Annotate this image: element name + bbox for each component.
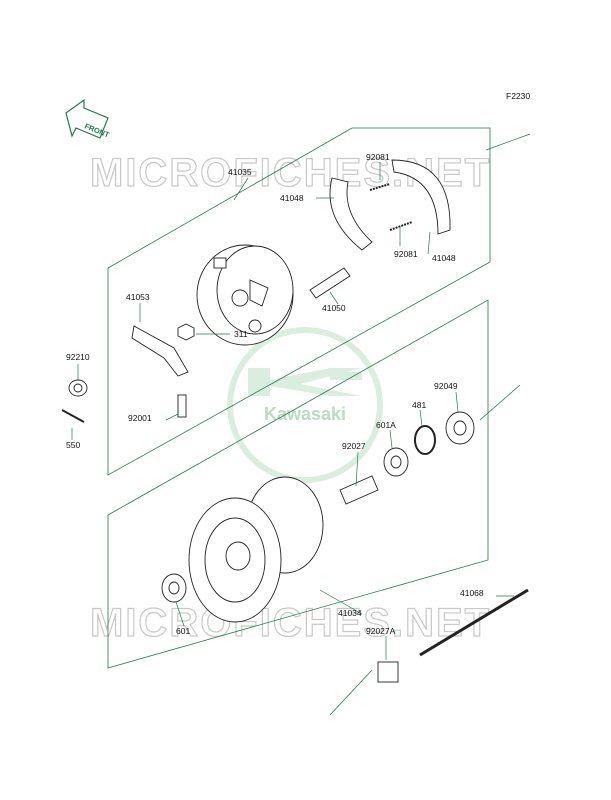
lower-group-frame [107, 299, 489, 669]
label-550: 550 [66, 440, 80, 450]
label-481: 481 [412, 400, 426, 410]
nut [177, 323, 195, 341]
label-92001: 92001 [128, 413, 152, 423]
label-92027: 92027 [342, 441, 366, 451]
label-601A: 601A [376, 420, 396, 430]
brake-shoes [329, 159, 451, 251]
label-41050: 41050 [322, 303, 346, 313]
label-92081-top: 92081 [366, 152, 390, 162]
bolt [177, 394, 187, 418]
label-41048-left: 41048 [280, 193, 304, 203]
front-arrow-icon: FRONT [65, 98, 111, 140]
cam-shaft [309, 267, 351, 299]
brake-panel [196, 244, 294, 346]
cotter-pin [61, 409, 85, 423]
label-41048-right: 41048 [432, 253, 456, 263]
label-92027A: 92027A [366, 626, 396, 636]
label-41053: 41053 [126, 292, 150, 302]
figure-code: F2230 [506, 91, 530, 101]
wheel-hub [188, 476, 324, 623]
label-601: 601 [176, 626, 190, 636]
label-41034: 41034 [338, 608, 362, 618]
label-92049: 92049 [434, 381, 458, 391]
axle-spacer [377, 661, 399, 683]
logo-text: Kawasaki [264, 404, 346, 424]
brake-lever [131, 325, 189, 377]
kawasaki-logo: Kawasaki [227, 327, 383, 483]
upper-group-frame [107, 127, 491, 476]
label-92210: 92210 [66, 352, 90, 362]
label-41035: 41035 [228, 167, 252, 177]
axle [419, 588, 529, 657]
label-311: 311 [234, 329, 248, 339]
label-41068: 41068 [460, 588, 484, 598]
right-bearings [339, 411, 475, 505]
watermark-bottom: MICROFICHES.NET [90, 601, 491, 645]
label-92081-bottom: 92081 [394, 249, 418, 259]
